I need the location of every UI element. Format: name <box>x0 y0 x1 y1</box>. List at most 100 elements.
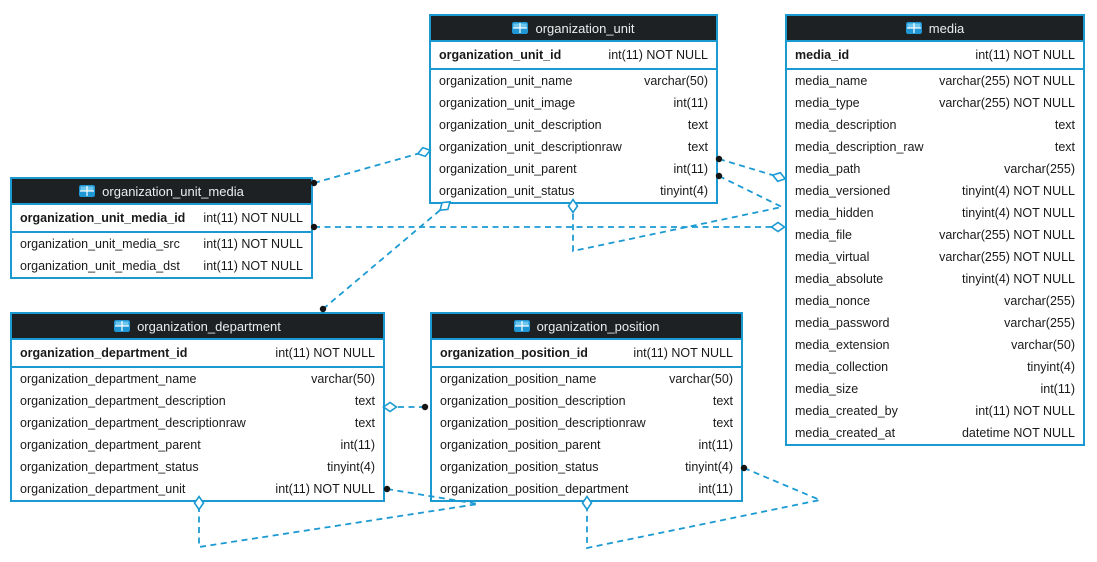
column-row[interactable]: media_created_at datetime NOT NULL <box>787 422 1083 444</box>
column-row[interactable]: organization_unit_description text <box>431 114 716 136</box>
relationship-line[interactable] <box>313 151 425 184</box>
table-header[interactable]: organization_department <box>12 314 383 340</box>
column-list: organization_unit_media_src int(11) NOT … <box>12 233 311 277</box>
column-row[interactable]: organization_unit_descriptionraw text <box>431 136 716 158</box>
column-row[interactable]: media_created_by int(11) NOT NULL <box>787 400 1083 422</box>
column-type: tinyint(4) <box>660 184 708 198</box>
column-row[interactable]: organization_unit_media_src int(11) NOT … <box>12 233 311 255</box>
column-type: text <box>687 140 708 154</box>
column-type: varchar(255) NOT NULL <box>939 74 1075 88</box>
column-type: tinyint(4) <box>685 460 733 474</box>
table-header[interactable]: organization_unit_media <box>12 179 311 205</box>
column-row[interactable]: organization_unit_parent int(11) <box>431 158 716 180</box>
column-row[interactable]: media_nonce varchar(255) <box>787 290 1083 312</box>
table-header[interactable]: organization_unit <box>431 16 716 42</box>
table-icon <box>79 185 96 197</box>
relationship-organization_unit_media-to-organization_unit[interactable] <box>310 146 432 187</box>
column-name: media_created_by <box>795 404 898 418</box>
column-name: media_type <box>795 96 860 110</box>
table-icon <box>512 22 529 34</box>
column-type: int(11) NOT NULL <box>203 259 303 273</box>
relationship-organization_unit_media-to-media[interactable] <box>310 221 786 233</box>
column-row[interactable]: media_description_raw text <box>787 136 1083 158</box>
relationship-line[interactable] <box>322 205 446 310</box>
column-row[interactable]: media_absolute tinyint(4) NOT NULL <box>787 268 1083 290</box>
column-type: tinyint(4) <box>327 460 375 474</box>
table-organization_position[interactable]: organization_position organization_posit… <box>430 312 743 502</box>
column-row[interactable]: media_versioned tinyint(4) NOT NULL <box>787 180 1083 202</box>
column-list: organization_unit_name varchar(50) organ… <box>431 70 716 202</box>
column-row[interactable]: media_extension varchar(50) <box>787 334 1083 356</box>
column-row[interactable]: organization_department_description text <box>12 390 383 412</box>
column-type: text <box>687 118 708 132</box>
column-row[interactable]: organization_department_name varchar(50) <box>12 368 383 390</box>
column-row[interactable]: media_type varchar(255) NOT NULL <box>787 92 1083 114</box>
column-row[interactable]: media_size int(11) <box>787 378 1083 400</box>
column-row[interactable]: organization_unit_name varchar(50) <box>431 70 716 92</box>
column-type: text <box>354 394 375 408</box>
column-type: int(11) NOT NULL <box>975 404 1075 418</box>
column-row[interactable]: organization_position_status tinyint(4) <box>432 456 741 478</box>
column-row[interactable]: organization_unit_image int(11) <box>431 92 716 114</box>
column-name: media_description <box>795 118 897 132</box>
primary-key-name: organization_unit_id <box>439 48 562 62</box>
column-row[interactable]: organization_position_parent int(11) <box>432 434 741 456</box>
primary-key-row[interactable]: organization_department_id int(11) NOT N… <box>12 340 383 368</box>
column-type: tinyint(4) <box>1027 360 1075 374</box>
column-name: media_description_raw <box>795 140 924 154</box>
table-organization_unit[interactable]: organization_unit organization_unit_id i… <box>429 14 718 204</box>
primary-key-row[interactable]: media_id int(11) NOT NULL <box>787 42 1083 70</box>
column-name: media_absolute <box>795 272 884 286</box>
reference-diamond <box>382 401 398 413</box>
column-row[interactable]: organization_position_descriptionraw tex… <box>432 412 741 434</box>
column-row[interactable]: organization_position_name varchar(50) <box>432 368 741 390</box>
column-name: organization_unit_media_dst <box>20 259 180 273</box>
column-list: organization_position_name varchar(50) o… <box>432 368 741 500</box>
primary-key-type: int(11) NOT NULL <box>608 48 708 62</box>
column-name: organization_position_name <box>440 372 597 386</box>
column-row[interactable]: organization_position_description text <box>432 390 741 412</box>
table-header[interactable]: media <box>787 16 1083 42</box>
primary-key-row[interactable]: organization_unit_media_id int(11) NOT N… <box>12 205 311 233</box>
relationship-line[interactable] <box>718 158 780 178</box>
relationship-organization_position-to-organization_department[interactable] <box>382 401 429 413</box>
primary-key-row[interactable]: organization_unit_id int(11) NOT NULL <box>431 42 716 70</box>
table-media[interactable]: media media_id int(11) NOT NULL media_na… <box>785 14 1085 446</box>
column-row[interactable]: media_password varchar(255) <box>787 312 1083 334</box>
column-row[interactable]: media_virtual varchar(255) NOT NULL <box>787 246 1083 268</box>
primary-key-type: int(11) NOT NULL <box>975 48 1075 62</box>
column-row[interactable]: organization_department_status tinyint(4… <box>12 456 383 478</box>
primary-key-row[interactable]: organization_position_id int(11) NOT NUL… <box>432 340 741 368</box>
column-row[interactable]: organization_unit_status tinyint(4) <box>431 180 716 202</box>
column-row[interactable]: organization_department_parent int(11) <box>12 434 383 456</box>
column-type: tinyint(4) NOT NULL <box>962 272 1075 286</box>
table-organization_department[interactable]: organization_department organization_dep… <box>10 312 385 502</box>
column-row[interactable]: media_name varchar(255) NOT NULL <box>787 70 1083 92</box>
primary-key-name: organization_position_id <box>440 346 588 360</box>
table-organization_unit_media[interactable]: organization_unit_media organization_uni… <box>10 177 313 279</box>
column-name: organization_department_descriptionraw <box>20 416 246 430</box>
table-title: media <box>928 20 965 36</box>
column-row[interactable]: media_file varchar(255) NOT NULL <box>787 224 1083 246</box>
column-type: varchar(255) <box>1004 294 1075 308</box>
column-row[interactable]: media_collection tinyint(4) <box>787 356 1083 378</box>
table-title: organization_position <box>536 318 660 334</box>
column-name: organization_position_status <box>440 460 599 474</box>
column-row[interactable]: media_path varchar(255) <box>787 158 1083 180</box>
column-row[interactable]: organization_unit_media_dst int(11) NOT … <box>12 255 311 277</box>
column-row[interactable]: media_hidden tinyint(4) NOT NULL <box>787 202 1083 224</box>
reference-diamond <box>770 221 786 233</box>
column-row[interactable]: organization_department_unit int(11) NOT… <box>12 478 383 500</box>
primary-key-type: int(11) NOT NULL <box>203 211 303 225</box>
relationship-organization_department-to-organization_unit[interactable] <box>319 198 453 313</box>
column-row[interactable]: organization_department_descriptionraw t… <box>12 412 383 434</box>
column-row[interactable]: media_description text <box>787 114 1083 136</box>
column-row[interactable]: organization_position_department int(11) <box>432 478 741 500</box>
column-type: datetime NOT NULL <box>961 426 1075 440</box>
column-name: organization_unit_image <box>439 96 576 110</box>
relationship-organization_unit-to-media[interactable] <box>715 155 787 183</box>
column-type: varchar(255) NOT NULL <box>939 250 1075 264</box>
column-list: media_name varchar(255) NOT NULL media_t… <box>787 70 1083 444</box>
table-title: organization_unit <box>535 20 635 36</box>
table-header[interactable]: organization_position <box>432 314 741 340</box>
